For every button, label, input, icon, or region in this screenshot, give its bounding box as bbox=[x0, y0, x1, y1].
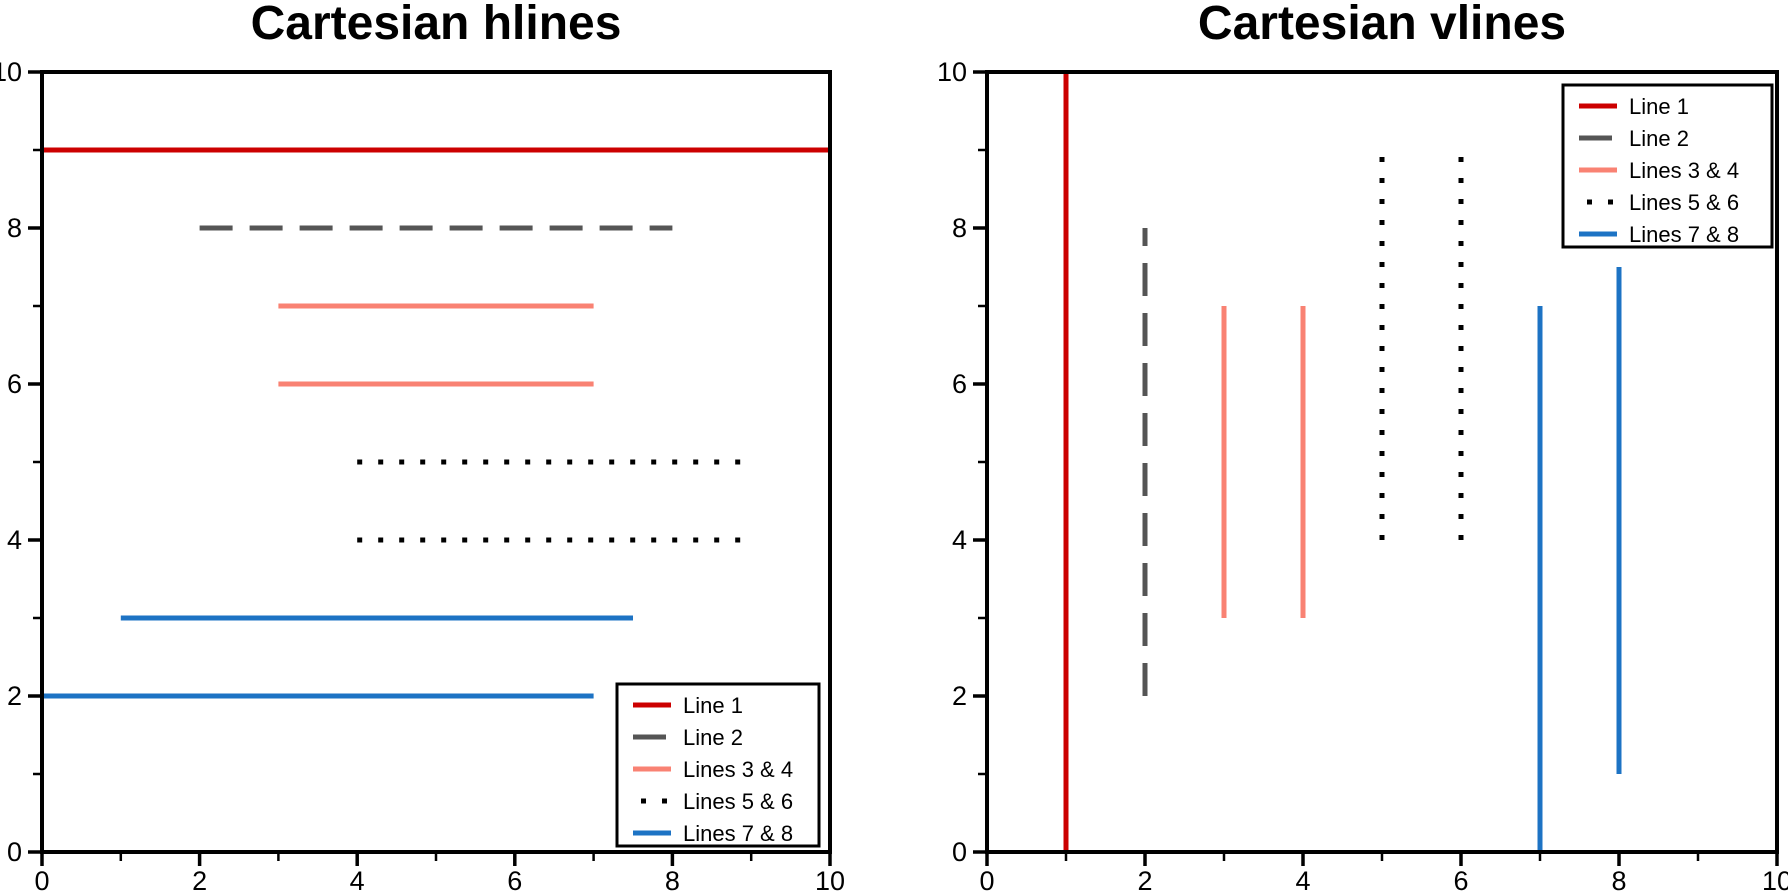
y-tick-label: 10 bbox=[0, 57, 22, 87]
legend-label: Line 1 bbox=[1629, 94, 1689, 119]
x-tick-label: 10 bbox=[1762, 866, 1788, 895]
x-tick-label: 6 bbox=[507, 866, 522, 895]
legend-label: Line 1 bbox=[683, 693, 743, 718]
x-tick-label: 4 bbox=[350, 866, 365, 895]
legend-entry: Line 2 bbox=[633, 725, 743, 750]
x-tick-label: 8 bbox=[665, 866, 680, 895]
legend-entry: Lines 3 & 4 bbox=[633, 757, 793, 782]
legend-entry: Line 1 bbox=[1579, 94, 1689, 119]
x-tick-label: 2 bbox=[1137, 866, 1152, 895]
x-tick-label: 4 bbox=[1295, 866, 1310, 895]
hlines-plot-title: Cartesian hlines bbox=[250, 0, 622, 50]
x-tick-label: 10 bbox=[815, 866, 845, 895]
axes-spines bbox=[40, 70, 832, 854]
y-tick-label: 6 bbox=[7, 369, 22, 399]
legend-label: Lines 5 & 6 bbox=[683, 789, 793, 814]
legend: Line 1 Line 2 Lines 3 & 4 Lines 5 & 6 Lines … bbox=[1561, 83, 1774, 249]
x-tick-label: 8 bbox=[1611, 866, 1626, 895]
x-tick-label: 2 bbox=[192, 866, 207, 895]
axes-spines bbox=[985, 70, 1779, 854]
x-tick-label: 6 bbox=[1453, 866, 1468, 895]
legend-box bbox=[1561, 83, 1774, 249]
legend-entry: Line 2 bbox=[1579, 126, 1689, 151]
x-tick-label: 0 bbox=[979, 866, 994, 895]
y-tick-label: 6 bbox=[952, 369, 967, 399]
y-tick-label: 2 bbox=[7, 681, 22, 711]
vlines-plot-title: Cartesian vlines bbox=[1197, 0, 1567, 50]
legend-label: Lines 3 & 4 bbox=[683, 757, 793, 782]
y-tick-label: 4 bbox=[7, 525, 22, 555]
legend-entry: Lines 7 & 8 bbox=[633, 821, 793, 846]
legend-label: Lines 5 & 6 bbox=[1629, 190, 1739, 215]
y-tick-label: 4 bbox=[952, 525, 967, 555]
y-tick-label: 0 bbox=[7, 837, 22, 867]
x-tick-label: 0 bbox=[34, 866, 49, 895]
y-tick-label: 2 bbox=[952, 681, 967, 711]
legend-box bbox=[615, 682, 821, 848]
y-tick-label: 0 bbox=[952, 837, 967, 867]
legend-label: Line 2 bbox=[683, 725, 743, 750]
legend: Line 1 Line 2 Lines 3 & 4 Lines 5 & 6 Lines … bbox=[615, 682, 821, 848]
legend-label: Lines 7 & 8 bbox=[683, 821, 793, 846]
y-tick-label: 8 bbox=[952, 213, 967, 243]
y-tick-label: 8 bbox=[7, 213, 22, 243]
legend-label: Lines 7 & 8 bbox=[1629, 222, 1739, 247]
y-tick-label: 10 bbox=[937, 57, 967, 87]
legend-entry: Lines 3 & 4 bbox=[1579, 158, 1739, 183]
legend-entry: Lines 7 & 8 bbox=[1579, 222, 1739, 247]
legend-label: Lines 3 & 4 bbox=[1629, 158, 1739, 183]
legend-label: Line 2 bbox=[1629, 126, 1689, 151]
legend-entry: Line 1 bbox=[633, 693, 743, 718]
legend-entry: Lines 5 & 6 bbox=[633, 789, 793, 814]
legend-entry: Lines 5 & 6 bbox=[1579, 190, 1739, 215]
